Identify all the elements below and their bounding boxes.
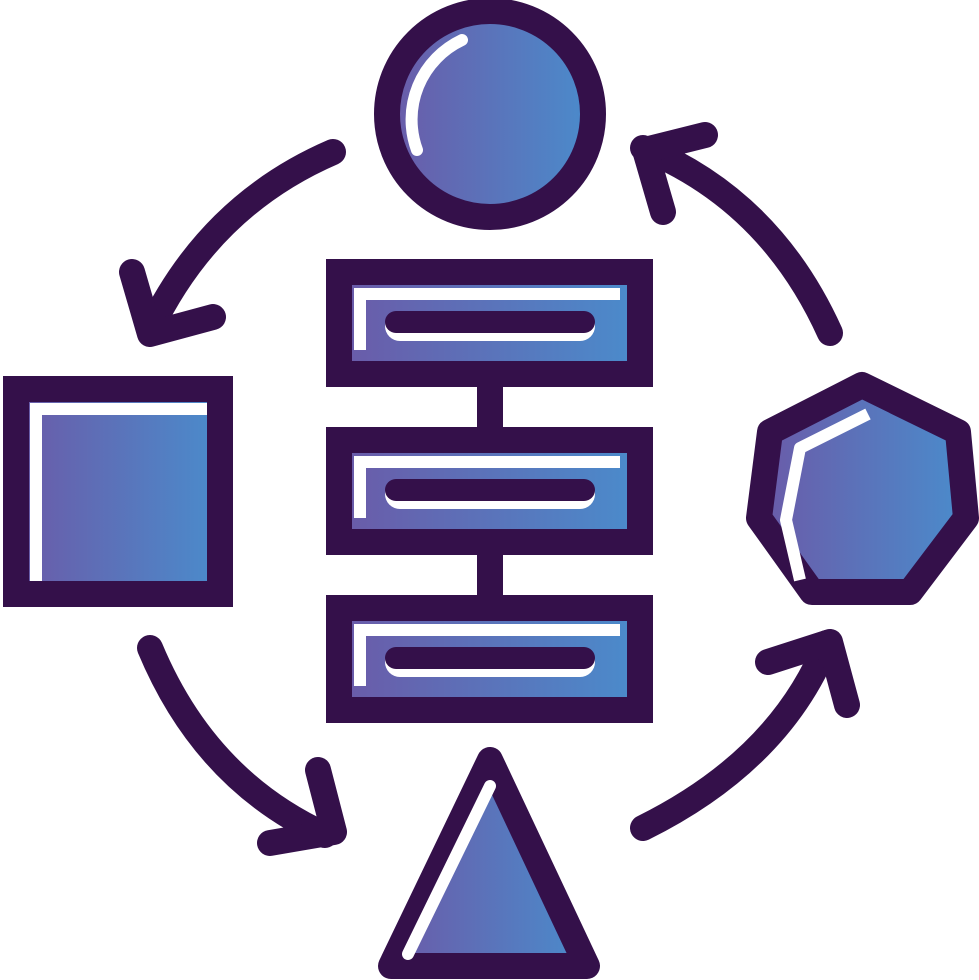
triangle-shape-icon [378,747,600,979]
stacked-list-icon [326,259,653,723]
arrow-bottom-left-icon [137,635,347,856]
arrow-top-left-icon [119,139,346,347]
heptagon-shape-icon [746,372,979,605]
arrow-top-right-icon [630,122,843,346]
arrow-bottom-right-icon [630,629,860,841]
list-row-icon [326,427,653,555]
list-row-icon [326,595,653,723]
square-shape-icon [3,376,233,607]
circle-shape-icon [374,0,606,230]
list-row-icon [326,259,653,387]
